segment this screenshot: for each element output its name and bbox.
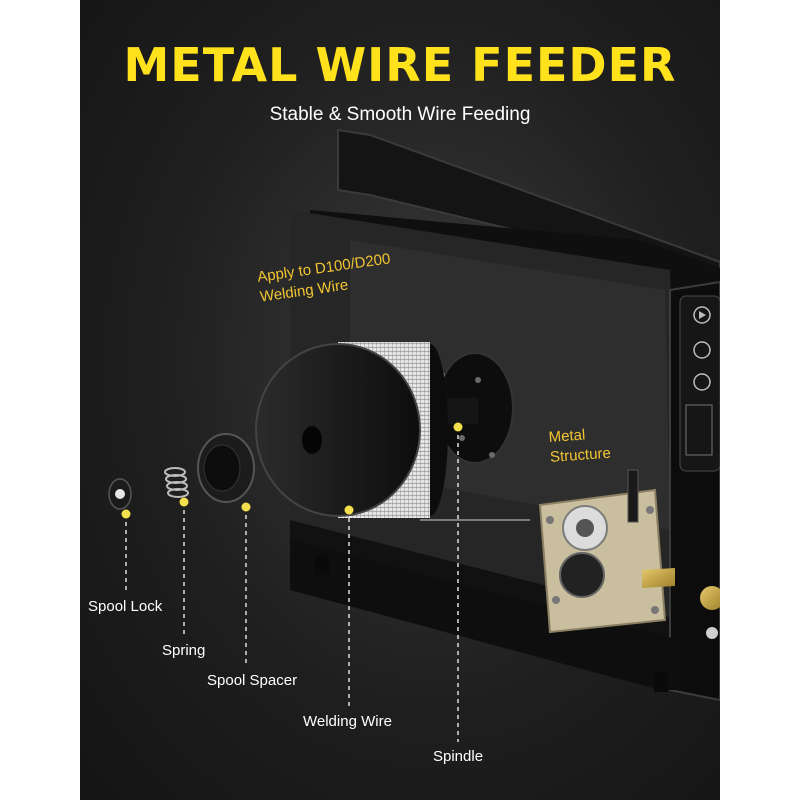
product-photo: METAL WIRE FEEDER Stable & Smooth Wire F… (80, 0, 720, 800)
welding-wire-label: Welding Wire (303, 713, 392, 730)
feed-mechanism-illustration (538, 469, 675, 634)
wire-spool-illustration (255, 342, 530, 521)
callout-dots (121, 422, 463, 519)
spring-illustration (164, 467, 189, 498)
page-subtitle: Stable & Smooth Wire Feeding (269, 104, 531, 125)
metal-structure-callout: Metal Structure (548, 426, 612, 466)
callout-leaders (125, 427, 459, 742)
spool-lock-label: Spool Lock (88, 598, 163, 615)
spindle-label: Spindle (433, 748, 484, 765)
spool-spacer-illustration (197, 433, 255, 503)
spool-spacer-label: Spool Spacer (207, 672, 298, 689)
wire-feeder-illustration (108, 128, 720, 742)
spool-lock-illustration (108, 478, 132, 510)
mode-icon (693, 341, 711, 359)
spring-label: Spring (162, 642, 206, 659)
play-icon (693, 306, 711, 324)
page-title: METAL WIRE FEEDER (123, 38, 677, 92)
settings-icon (693, 373, 711, 391)
